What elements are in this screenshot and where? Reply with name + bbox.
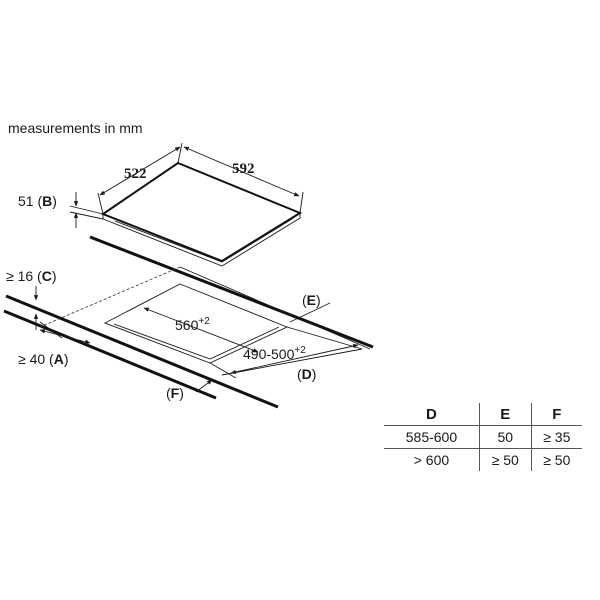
table-cell: 585-600 xyxy=(384,425,480,449)
hob-depth-value: 522 xyxy=(124,166,147,182)
wall-line xyxy=(179,266,371,350)
width-dimension-line xyxy=(183,146,300,197)
hob-drawing: 592 522 51 (B) xyxy=(18,142,304,267)
table-row: > 600 ≥ 50 ≥ 50 xyxy=(384,448,582,471)
worktop-drawing: 560+2 490-500+2 (E) (D) (F) ≥ 16 (C) xyxy=(3,235,374,409)
table-cell: > 600 xyxy=(384,448,480,471)
dimension-d-line xyxy=(221,348,363,376)
wall-gap-dimension-line xyxy=(39,329,91,344)
hob-width-value: 592 xyxy=(232,161,255,177)
table-header-e: E xyxy=(479,403,532,426)
table-cell: ≥ 50 xyxy=(543,452,571,468)
cutout-width-label: 560+2 xyxy=(175,316,210,333)
measurements-caption: measurements in mm xyxy=(8,120,143,136)
hob-inner-edge xyxy=(114,218,293,263)
depth-dimension-line xyxy=(99,146,181,196)
thickness-label: 51 (B) xyxy=(18,193,57,209)
worktop-front-edge-bottom xyxy=(3,309,217,400)
table-header-row: D E F xyxy=(384,403,582,426)
worktop-back-edge xyxy=(89,235,374,349)
cutout-depth-dimension-line xyxy=(230,343,359,375)
table-header-d: D xyxy=(384,403,480,426)
dimension-f-label: (F) xyxy=(166,385,184,401)
wall-line-hidden xyxy=(39,266,181,328)
table-cell: 50 xyxy=(479,425,532,449)
cutout-width-dimension-line xyxy=(143,307,259,353)
dimension-d-label: (D) xyxy=(297,366,316,382)
worktop-front-edge-top xyxy=(5,294,279,409)
table-cell: ≥ 35 xyxy=(531,425,582,449)
wall-gap-label: ≥ 40 (A) xyxy=(18,351,69,367)
cutout-depth-label: 490-500+2 xyxy=(243,345,306,362)
hob-thickness-edge xyxy=(102,213,301,267)
dimension-f-line xyxy=(195,379,213,393)
table-cell: ≥ 50 xyxy=(479,448,532,471)
dimension-e-label: (E) xyxy=(302,292,321,308)
table-row: 585-600 50 ≥ 35 xyxy=(384,425,582,449)
clearance-table: D E F 585-600 50 ≥ 35 > 600 ≥ 50 ≥ 50 xyxy=(384,403,582,471)
worktop-front-label: ≥ 16 (C) xyxy=(6,268,57,284)
table-header-f: F xyxy=(531,403,582,426)
